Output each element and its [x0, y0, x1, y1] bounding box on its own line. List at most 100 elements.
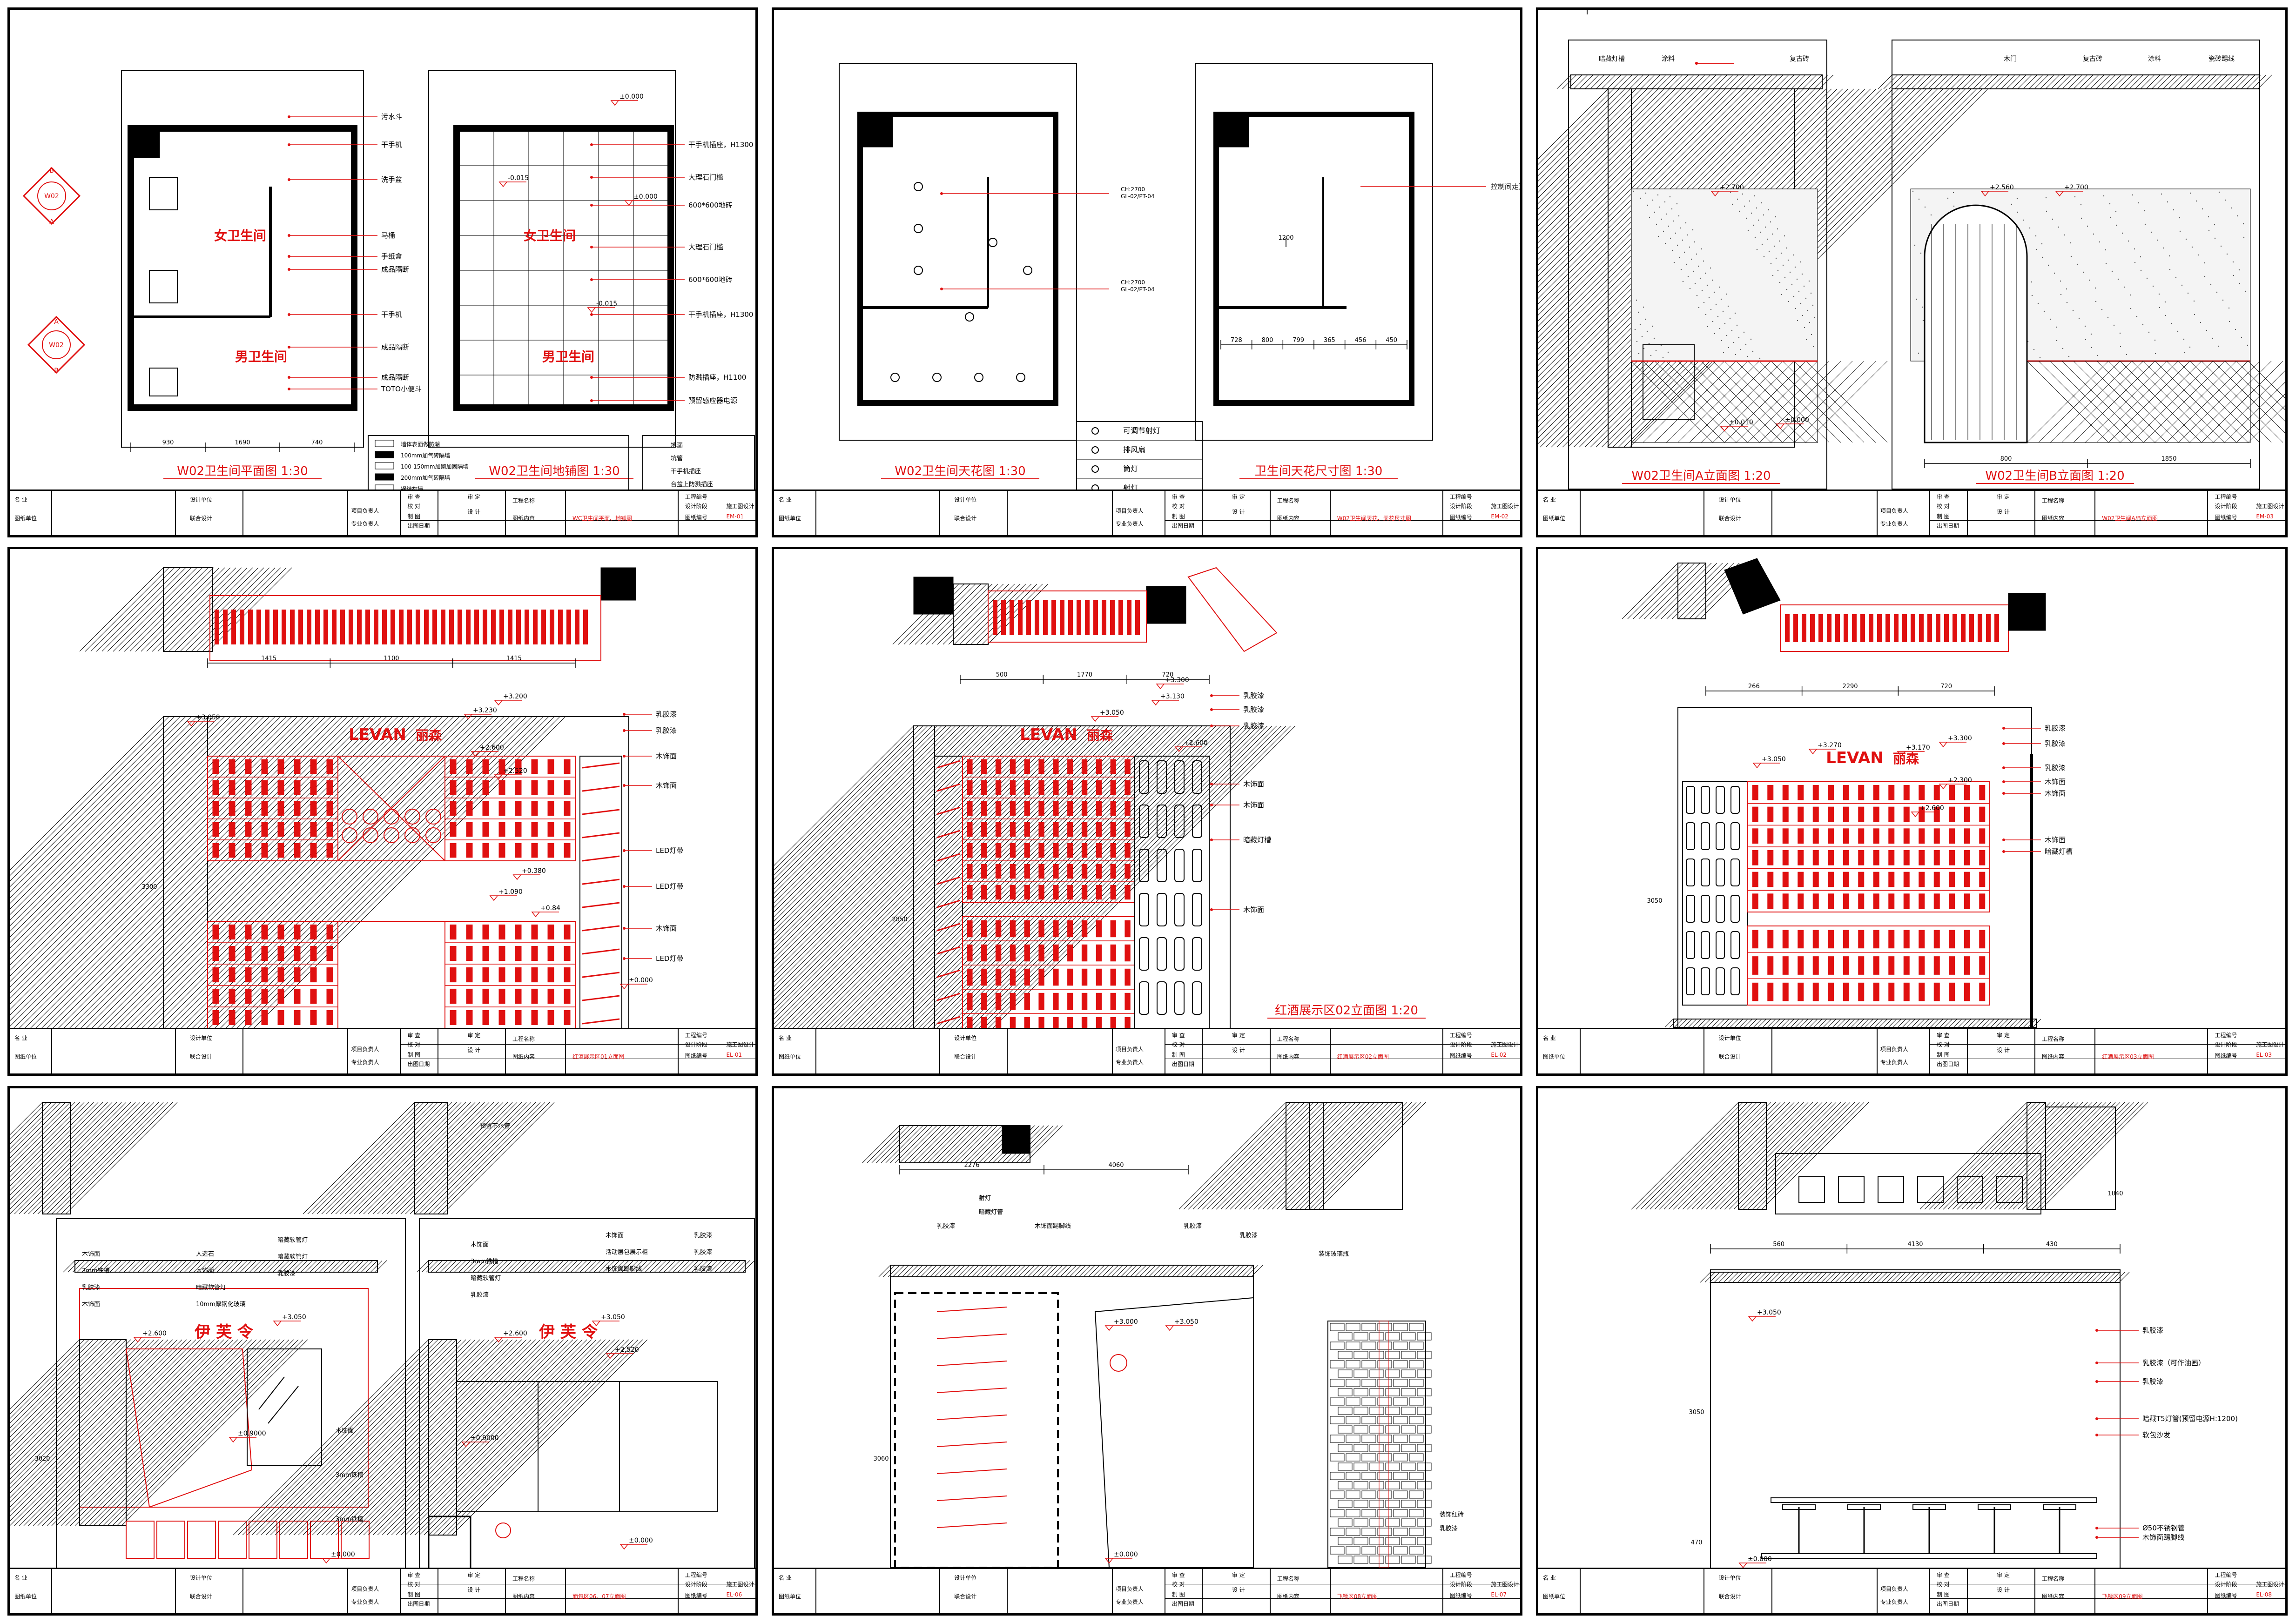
speckle: [1677, 244, 1678, 246]
wine-bottle-slot: [1812, 785, 1819, 800]
wine-bottle-slot: [1096, 759, 1102, 774]
wine-bottle-slot: [995, 843, 1002, 858]
bar-stool-seat: [1847, 1504, 1881, 1510]
speckle: [1694, 241, 1696, 243]
brick: [1409, 1546, 1424, 1555]
tb-unit: 名 业: [1543, 1575, 1556, 1581]
brick: [1401, 1332, 1416, 1341]
speckle: [1718, 286, 1720, 288]
wine-bottle-slot: [1888, 872, 1895, 887]
tb-design-stage: 设计阶段: [2215, 1041, 2237, 1048]
drawing-title: W02卫生间天花图 1:30: [895, 464, 1025, 478]
brick: [1330, 1546, 1345, 1555]
title-block: 名 业图纸单位设计单位联合设计审 查校 对项目负责人专业负责人制 图出图日期审 …: [774, 490, 1520, 535]
speckle: [1663, 230, 1664, 232]
speckle: [1704, 272, 1706, 274]
brick: [1409, 1472, 1424, 1480]
brick: [1346, 1397, 1360, 1406]
wine-bottle-slot: [1858, 806, 1865, 822]
shelf-line: [936, 1361, 1007, 1366]
dimension-value: 2276: [964, 1162, 979, 1169]
wine-bottle-slot: [967, 920, 973, 938]
elevation-border: [1568, 40, 1827, 490]
brick: [1353, 1388, 1368, 1396]
brick: [1353, 1369, 1368, 1378]
tb-number-value: EL-03: [2256, 1052, 2272, 1058]
title-block-divider: [1202, 491, 1203, 535]
brick: [1401, 1500, 1416, 1508]
brick: [1401, 1351, 1416, 1359]
dimension-value: 800: [1262, 337, 1273, 344]
hatch-pattern: [1664, 1019, 2041, 1028]
speckle: [1643, 306, 1644, 308]
tb-stage-value: 施工图设计: [726, 1041, 754, 1048]
tb-project-lead: 项目负责人: [1880, 1046, 1908, 1053]
tb-project-no: 工程编号: [1449, 494, 1472, 500]
speckle: [1802, 315, 1804, 316]
wine-bottle-slot: [1903, 893, 1910, 909]
speckle: [1918, 352, 1919, 354]
wine-bottle-slot: [1024, 801, 1030, 816]
tb-design-stage: 设计阶段: [1449, 1041, 1472, 1048]
light-fixture-icon: [1023, 266, 1032, 275]
wine-bottle: [1192, 805, 1202, 838]
tb-partner-design: 联合设计: [189, 1053, 212, 1060]
tb-partner-design: 联合设计: [1718, 515, 1741, 522]
level-value: +3.270: [1818, 742, 1842, 749]
leader-dot: [623, 849, 626, 852]
tb-number-value: EL-08: [2256, 1591, 2272, 1598]
brick: [1377, 1509, 1392, 1517]
wine-bottle-slot: [1798, 828, 1804, 844]
wine-rack-top-bottle: [993, 600, 997, 635]
wine-rack-top-bottle: [416, 610, 420, 644]
speckle: [1664, 242, 1666, 244]
speckle: [2047, 264, 2049, 266]
brick: [1377, 1528, 1392, 1536]
wine-bottle-slot: [1843, 828, 1849, 844]
tb-project-no: 工程编号: [2215, 1032, 2237, 1039]
wine-bottle-end: [342, 809, 357, 825]
wine-rack-top-bottle: [282, 610, 286, 644]
bar-stool-seat: [1782, 1504, 1816, 1510]
speckle: [1707, 326, 1709, 328]
level-value: ±0.000: [331, 1551, 355, 1558]
tb-unit: 名 业: [779, 1575, 792, 1581]
tb-design-unit: 设计单位: [189, 496, 212, 503]
brick: [1361, 1546, 1376, 1555]
brick: [1417, 1444, 1432, 1452]
level-value: +2.600: [1184, 739, 1208, 747]
level-value: +3.300: [1948, 735, 1972, 742]
dimension-value: 470: [1691, 1539, 1703, 1546]
wine-bottle-slot: [294, 780, 301, 795]
wine-bottle: [1730, 786, 1740, 814]
wine-bottle-slot: [1024, 843, 1030, 858]
tb-project-lead: 项目负责人: [1880, 1586, 1908, 1592]
wine-bottle-slot: [564, 780, 571, 795]
wine-rack-top-bottle: [248, 610, 253, 644]
wine-bottle-slot: [1903, 956, 1910, 975]
wine-bottle-slot: [326, 924, 333, 940]
level-value: -0.015: [596, 300, 617, 308]
speckle: [1719, 328, 1721, 329]
wine-rack-top-bottle: [1010, 600, 1014, 635]
level-marker: [1776, 423, 1785, 429]
speckle: [2191, 246, 2193, 248]
level-marker: [1174, 746, 1184, 752]
wine-bottle-slot: [277, 843, 284, 858]
tb-check: 校 对: [1936, 1041, 1950, 1048]
wine-bottle-slot: [212, 843, 219, 858]
wine-bottle-slot: [531, 1010, 538, 1026]
tb-project-no: 工程编号: [2215, 494, 2237, 500]
wine-bottle-slot: [261, 822, 268, 837]
tb-project-lead: 项目负责人: [1880, 508, 1908, 514]
brand-logo-cn: 丽森: [416, 728, 442, 743]
wine-bottle-end: [425, 809, 441, 825]
level-marker: [512, 874, 522, 880]
seat-plan: [1957, 1176, 1983, 1203]
wine-bottle-slot: [1053, 993, 1059, 1010]
wine-bottle: [1192, 760, 1202, 794]
wine-rack-top-bottle: [1911, 614, 1915, 642]
wine-bottle-slot: [1812, 893, 1819, 909]
speckle: [2090, 333, 2092, 335]
